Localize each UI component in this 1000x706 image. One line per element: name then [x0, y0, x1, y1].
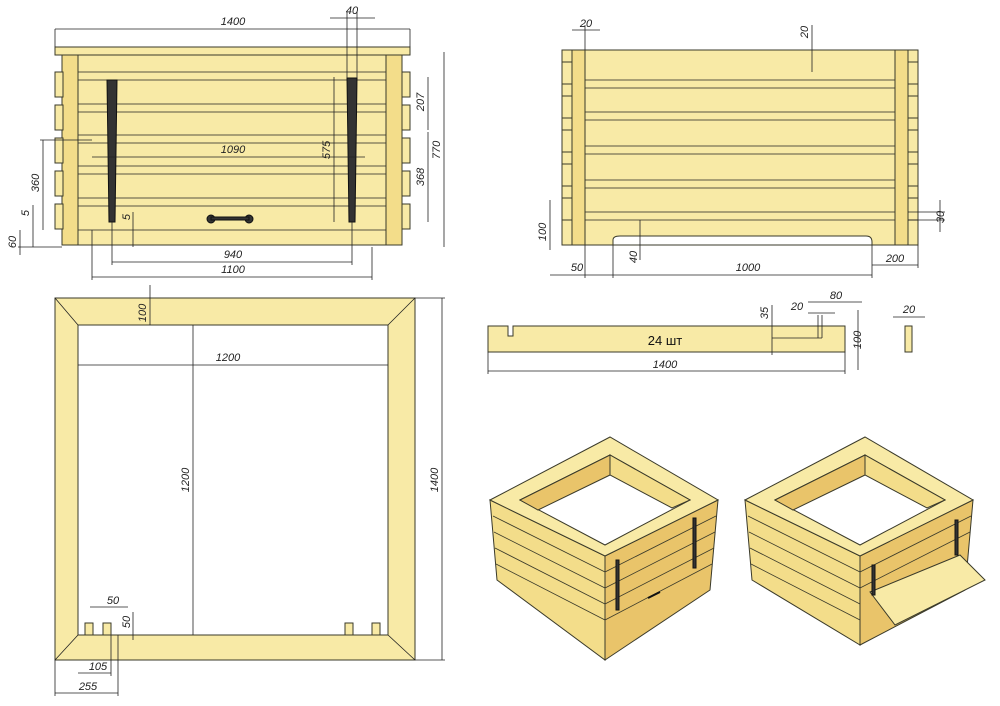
dim-bracket-spacing: 940: [224, 249, 243, 261]
dim-leg-offset: 50: [571, 262, 584, 274]
open-hatch: [869, 554, 986, 626]
dim-frame-width: 100: [137, 303, 149, 322]
bracket: [615, 559, 620, 611]
board-height: 100: [852, 330, 864, 349]
board-length: 1400: [653, 359, 678, 371]
board-detail: 24 шт 1400 35 20 80 100 20: [487, 290, 925, 374]
dim-base-height: 60: [7, 235, 19, 248]
left-post: [61, 54, 79, 246]
dim-top-gap: 20: [799, 25, 811, 39]
dim-notch-pos: 105: [89, 661, 108, 673]
dim-inner-length: 1200: [180, 467, 192, 492]
board-slot-offset: 80: [830, 290, 843, 302]
dim-inner-width: 1090: [221, 144, 246, 156]
left-bracket: [106, 79, 118, 223]
dim-post-width: 20: [579, 18, 593, 30]
board-section: [904, 325, 913, 353]
dim-post-gap: 40: [346, 5, 359, 17]
dim-upper-span: 207: [415, 92, 427, 112]
dim-notch-pos2: 255: [78, 681, 98, 693]
dim-left-height: 360: [30, 173, 42, 192]
dim-inner-width: 1200: [216, 352, 241, 364]
bottom-cutout: [612, 235, 873, 246]
board-slot-width: 20: [790, 301, 804, 313]
board: [487, 325, 846, 353]
planter-3d-open: [743, 436, 986, 646]
plan-view: 100 1200 1200 1400 50 50 105 255: [54, 285, 445, 696]
dim-cutout-width: 1000: [736, 262, 761, 274]
handle-icon: [206, 214, 254, 224]
dim-outer-length: 1400: [429, 467, 441, 492]
dim-slot: 30: [935, 210, 947, 223]
handle-icon: [647, 591, 661, 599]
board-thickness: 20: [902, 304, 916, 316]
side-panel: [561, 49, 919, 246]
right-bracket: [346, 77, 358, 223]
dim-cutout-depth: 40: [628, 250, 640, 263]
dim-leg-width: 200: [885, 253, 905, 265]
planter-3d-closed: [488, 436, 720, 661]
dim-bracket-height: 575: [321, 140, 333, 159]
dim-gap-small: 5: [20, 209, 32, 216]
board-quantity: 24 шт: [648, 333, 683, 348]
slats: [78, 71, 386, 231]
dim-notch-w: 50: [107, 595, 120, 607]
dim-bracket-gap: 5: [121, 213, 133, 220]
dim-width: 1400: [221, 16, 246, 28]
front-view: 1400 40 770 207 368 575 1090 360 5 60 5 …: [7, 5, 445, 280]
board-slot-depth: 35: [759, 306, 771, 319]
dim-total-height: 770: [431, 140, 443, 159]
right-post: [385, 54, 403, 246]
dim-notch-h: 50: [121, 615, 133, 628]
dim-leg-height: 100: [537, 222, 549, 241]
dim-inner-span: 1100: [221, 264, 246, 276]
dim-lower-span: 368: [415, 167, 427, 186]
notch: [84, 622, 94, 636]
side-view: 20 20 100 50 40 1000 200 30: [537, 18, 947, 278]
